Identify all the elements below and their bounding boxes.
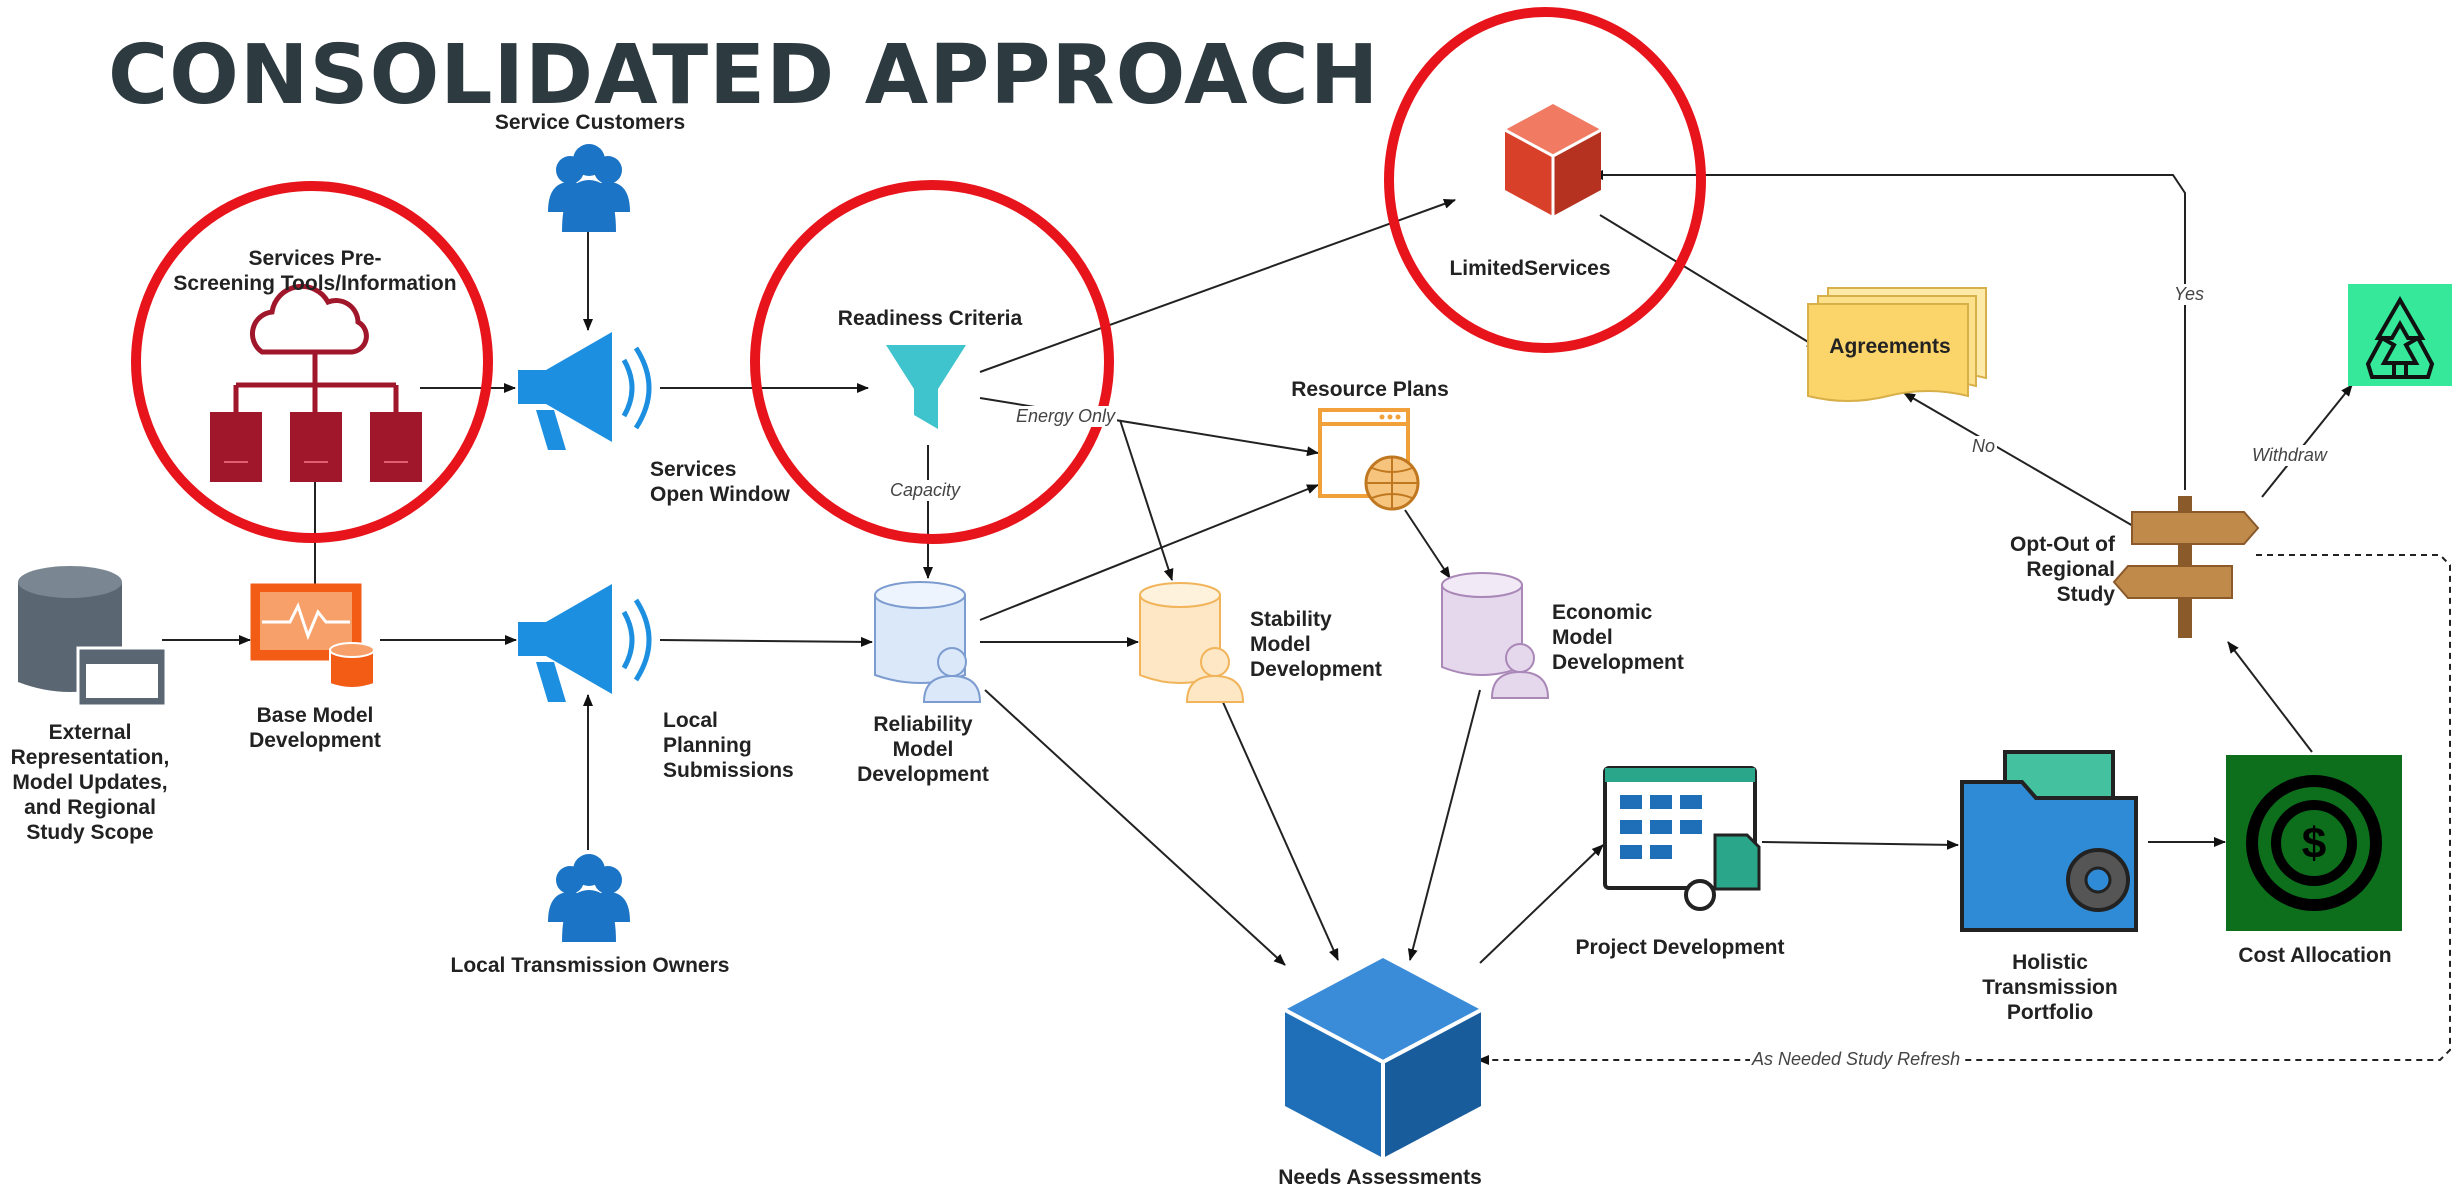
label-open-window: Services Open Window [650, 458, 790, 506]
label-economic: Economic Model Development [1552, 601, 1684, 674]
svg-text:$: $ [2302, 819, 2326, 868]
agreements-icon [1807, 287, 1987, 402]
highlight-circle-prescreen [131, 181, 493, 543]
edge-optout-agreements-no [1903, 392, 2141, 531]
edge-label-capacity: Capacity [888, 480, 963, 501]
dollar-coin-icon: $ [2226, 755, 2402, 931]
funnel-icon [886, 345, 966, 429]
edge-stability-needs [1221, 699, 1339, 961]
edge-reliability-resource [979, 484, 1319, 621]
edge-label-yes: Yes [2172, 284, 2207, 305]
label-cost-allocation: Cost Allocation [2238, 944, 2392, 967]
edge-readiness-limited [979, 199, 1456, 373]
label-needs-assessments: Needs Assessments [1278, 1166, 1482, 1189]
edge-refresh-dashed [1477, 554, 2451, 1065]
edge-resource-economic [1404, 509, 1451, 579]
label-resource-plans: Resource Plans [1291, 378, 1449, 401]
label-service-customers: Service Customers [494, 111, 686, 134]
recycle-icon [2348, 284, 2452, 386]
label-external: External Representation, Model Updates, … [10, 721, 170, 844]
red-cube-icon [1504, 104, 1602, 216]
database-user-icon-stability [1139, 582, 1245, 703]
label-holistic: Holistic Transmission Portfolio [1982, 951, 2118, 1024]
people-icon-customers [548, 144, 630, 232]
database-user-icon-reliability [874, 581, 982, 703]
label-limited-services: LimitedServices [1449, 257, 1611, 280]
page-title: CONSOLIDATED APPROACH [108, 28, 1380, 123]
label-project-development: Project Development [1575, 936, 1785, 959]
label-local-planning: Local Planning Submissions [663, 709, 794, 782]
edge-readiness-stability [1119, 419, 1174, 581]
edge-localwindow-reliability [659, 636, 873, 647]
folder-gear-icon [1960, 750, 2138, 932]
edge-limited-agreements [1599, 214, 1819, 349]
label-stability: Stability Model Development [1250, 608, 1382, 681]
label-local-owners: Local Transmission Owners [450, 954, 730, 977]
database-icon-external [18, 566, 168, 708]
project-calendar-icon [1603, 766, 1761, 911]
highlight-circle-limited [1384, 7, 1706, 353]
highlight-circle-readiness [750, 180, 1114, 544]
edge-needs-projectdev [1479, 844, 1604, 964]
edge-projectdev-holistic [1761, 839, 1959, 850]
signpost-icon [2112, 496, 2260, 638]
edge-label-no: No [1970, 436, 1998, 457]
label-prescreen: Services Pre- Screening Tools/Informatio… [173, 247, 457, 295]
edge-optout-limited-yes [1591, 170, 2186, 490]
edges [162, 170, 2451, 1065]
label-base-model: Base Model Development [249, 704, 381, 752]
monitor-chart-icon [250, 583, 375, 689]
edge-economic-needs [1407, 689, 1481, 961]
label-opt-out: Opt-Out of Regional Study [2010, 533, 2115, 606]
browser-globe-icon [1318, 408, 1420, 511]
label-readiness: Readiness Criteria [837, 307, 1023, 330]
label-reliability: Reliability Model Development [857, 713, 989, 786]
edge-cost-optout [2227, 641, 2313, 753]
edge-label-withdraw: Withdraw [2250, 445, 2329, 466]
database-user-icon-economic [1441, 572, 1550, 699]
edge-optout-recycle-withdraw [2261, 384, 2353, 498]
edge-label-energy-only: Energy Only [1014, 406, 1118, 427]
edge-reliability-needs [984, 689, 1286, 966]
edge-label-refresh: As Needed Study Refresh [1750, 1049, 1963, 1070]
blue-cube-icon [1284, 958, 1482, 1158]
cloud-servers-icon [210, 283, 422, 482]
people-icon-owners [548, 854, 630, 942]
highlight-circles [131, 7, 1706, 544]
megaphone-icon-open-window [518, 332, 652, 450]
label-agreements: Agreements [1829, 335, 1951, 358]
megaphone-icon-local [518, 584, 652, 702]
